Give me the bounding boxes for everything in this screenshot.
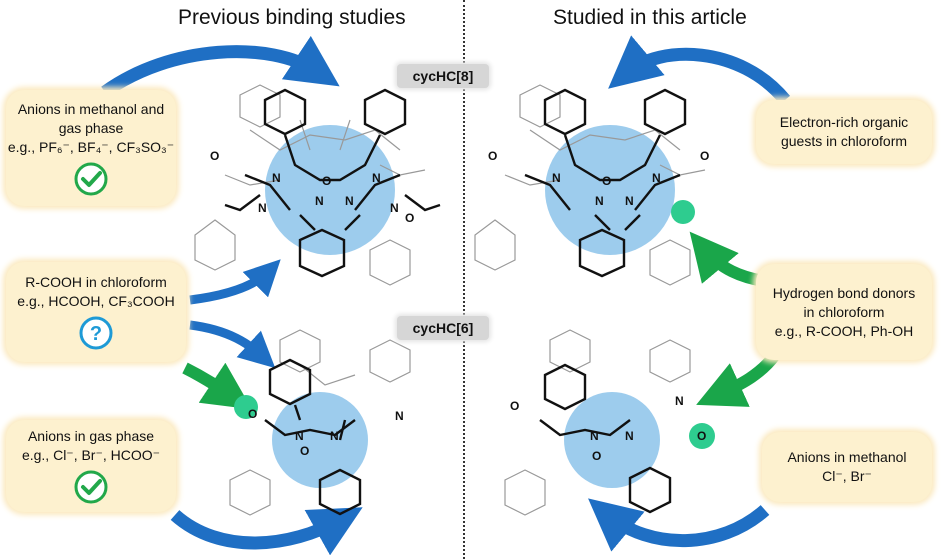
green-check-icon (74, 470, 108, 504)
atom-n: N (372, 171, 381, 185)
box-line: e.g., HCOOH, CF₃COOH (17, 293, 175, 309)
arrow-rcooh-to-cyc8 (189, 259, 281, 305)
arrow-bottom-right (588, 498, 770, 552)
atom-o: O (405, 211, 414, 225)
center-divider (463, 0, 465, 559)
box-line: Anions in methanol and (17, 100, 165, 117)
arrow-rcooh-to-cyc6 (189, 320, 276, 369)
atom-o: O (592, 449, 601, 463)
atom-o: O (697, 429, 706, 443)
box-line: Anions in gas phase (27, 428, 155, 444)
cavity-cychc6-right (564, 392, 660, 488)
arrow-top-right (608, 35, 791, 105)
header-previous-studies: Previous binding studies (178, 6, 406, 29)
atom-o: O (700, 149, 709, 163)
molecule-cychc8-right: N N O N N O O (474, 84, 709, 286)
box-anions-methanol: Anions in methanol Cl⁻, Br⁻ (762, 432, 932, 502)
atom-n: N (675, 394, 684, 408)
box-anions-methanol-gas: Anions in methanol and gas phase e.g., P… (6, 90, 176, 206)
box-line: e.g., PF₆⁻, BF₄⁻, CF₃SO₃⁻ (7, 138, 175, 155)
box-line: e.g., Cl⁻, Br⁻, HCOO⁻ (21, 447, 161, 463)
label-cychc6: cycHC[6] (397, 316, 489, 340)
question-mark-icon: ? (79, 316, 113, 350)
cavity-cychc8-left (265, 125, 395, 255)
atom-n: N (345, 194, 354, 208)
atom-n: N (652, 171, 661, 185)
atom-o: O (210, 149, 219, 163)
binding-site-cychc6-right (689, 423, 715, 449)
box-line: Hydrogen bond donors (772, 284, 916, 301)
atom-o: O (602, 174, 611, 188)
box-line: Cl⁻, Br⁻ (822, 468, 872, 484)
green-check-icon (74, 162, 108, 195)
atom-n: N (395, 409, 404, 423)
atom-o: O (248, 407, 257, 421)
box-anions-gas-phase: Anions in gas phase e.g., Cl⁻, Br⁻, HCOO… (6, 420, 176, 512)
atom-n: N (258, 201, 267, 215)
header-this-article: Studied in this article (553, 6, 747, 29)
box-hydrogen-bond-donors: Hydrogen bond donors in chloroform e.g.,… (756, 264, 932, 360)
atom-n: N (595, 194, 604, 208)
atom-n: N (330, 429, 339, 443)
molecule-cychc6-left: N N O O N (229, 329, 411, 516)
arrow-bottom-left (170, 507, 363, 556)
atom-n: N (552, 171, 561, 185)
binding-site-cychc6-left (234, 395, 258, 419)
molecule-cychc8-left: N N O N N O O N N (194, 84, 441, 286)
box-line: Electron-rich organic (779, 114, 909, 130)
atom-n: N (390, 201, 399, 215)
atom-n: N (272, 171, 281, 185)
binding-site-cychc8-right (671, 200, 695, 224)
svg-text:?: ? (90, 323, 102, 345)
atom-o: O (322, 174, 331, 188)
label-cychc8: cycHC[8] (397, 64, 489, 88)
arrow-top-left (101, 35, 340, 98)
box-line: gas phase (58, 119, 124, 136)
atom-o: O (300, 444, 309, 458)
box-line: e.g., R-COOH, Ph-OH (774, 322, 914, 339)
box-line: Anions in methanol (787, 449, 907, 465)
box-rcooh-chloroform: R-COOH in chloroform e.g., HCOOH, CF₃COO… (6, 262, 186, 362)
arrow-green-right-bottom (696, 351, 780, 407)
atom-o: O (488, 149, 497, 163)
atom-n: N (625, 194, 634, 208)
atom-o: O (510, 399, 519, 413)
box-electron-rich-guests: Electron-rich organic guests in chlorofo… (756, 100, 932, 164)
cavity-cychc8-right (545, 125, 675, 255)
atom-n: N (295, 429, 304, 443)
box-line: R-COOH in chloroform (25, 274, 167, 290)
box-line: in chloroform (803, 303, 885, 320)
molecule-cychc6-right: N N O O O N (504, 329, 715, 516)
atom-n: N (590, 429, 599, 443)
atom-n: N (625, 429, 634, 443)
cavity-cychc6-left (272, 392, 368, 488)
atom-n: N (315, 194, 324, 208)
box-line: guests in chloroform (780, 133, 908, 149)
arrow-green-left (182, 362, 252, 410)
